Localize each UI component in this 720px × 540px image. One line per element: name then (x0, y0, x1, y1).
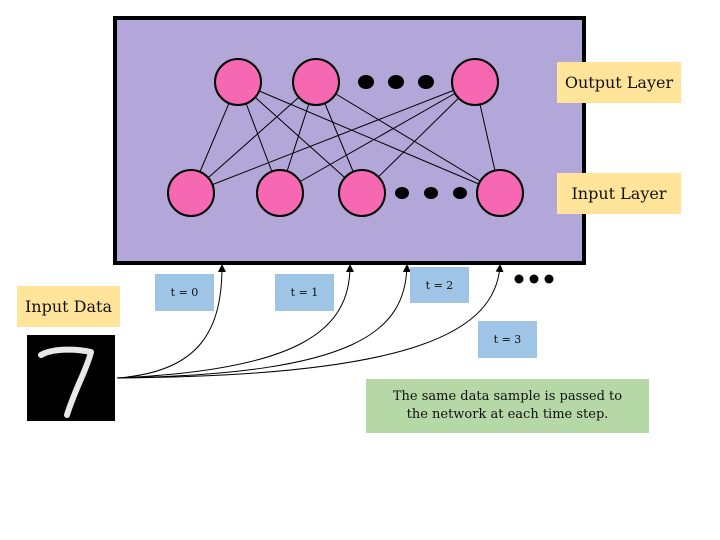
arrow-t1 (116, 264, 354, 379)
input-neuron (167, 169, 215, 217)
output-neuron (214, 58, 262, 106)
input-neuron (256, 169, 304, 217)
timestep-ellipsis-icon (514, 274, 554, 284)
digit-7-icon (38, 346, 94, 418)
input-neuron (476, 169, 524, 217)
output-layer-neurons (214, 58, 499, 106)
output-ellipsis-icon (358, 75, 434, 89)
time-step-label-0: t = 0 (155, 274, 214, 311)
time-step-label-2: t = 2 (410, 267, 469, 303)
time-step-label-1: t = 1 (275, 274, 334, 311)
input-arrows (116, 264, 504, 379)
input-image-digit-7 (27, 335, 115, 421)
output-neuron (451, 58, 499, 106)
arrow-t3 (116, 264, 504, 379)
arrow-t0 (116, 264, 226, 379)
time-step-label-3: t = 3 (478, 321, 537, 358)
output-neuron (292, 58, 340, 106)
caption-box: The same data sample is passed to the ne… (366, 379, 649, 433)
input-data-label: Input Data (17, 286, 120, 327)
input-layer-neurons (167, 169, 524, 217)
input-ellipsis-icon (395, 187, 467, 199)
input-layer-label: Input Layer (557, 173, 681, 214)
output-layer-label: Output Layer (557, 62, 681, 103)
network-box (113, 16, 586, 265)
input-neuron (338, 169, 386, 217)
arrow-t2 (116, 264, 411, 379)
